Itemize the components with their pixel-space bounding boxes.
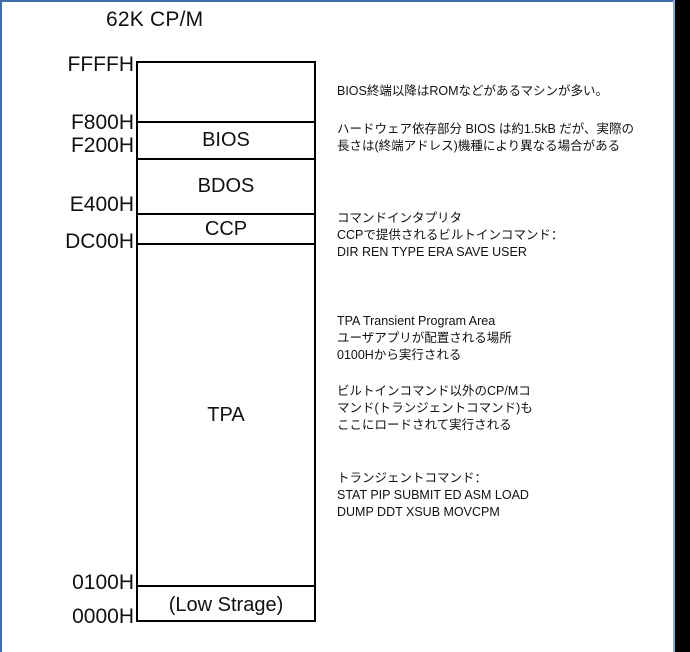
address-label-0100h: 0100H [72, 571, 134, 594]
segment-divider-1 [138, 158, 314, 160]
window-edge-strip [675, 0, 690, 652]
note-bios-rom: BIOS終端以降はROMなどがあるマシンが多い。 [337, 84, 609, 98]
memory-segment-bios: BIOS [202, 129, 250, 151]
window-border-right [673, 0, 675, 652]
note-bios-size: ハードウェア依存部分 BIOS は約1.5kB だが、実際の 長さは(終端アドレ… [337, 122, 635, 153]
segment-divider-3 [138, 243, 314, 245]
address-label-f200h: F200H [70, 134, 134, 157]
memory-segment-low-storage: (Low Strage) [168, 593, 284, 616]
memory-segment-empty [138, 65, 314, 122]
note-ccp: コマンドインタプリタ CCPで提供されるビルトインコマンド： DIR REN T… [337, 211, 564, 259]
note-tpa: TPA Transient Program Area ユーザアプリが配置される場… [337, 314, 512, 362]
address-label-dc00h: DC00H [65, 230, 134, 253]
segment-divider-2 [138, 213, 314, 215]
memory-segment-ccp: CCP [204, 217, 248, 240]
memory-segment-tpa: TPA [207, 403, 245, 426]
address-label-f800h: F800H [70, 111, 134, 134]
segment-divider-0 [138, 121, 314, 123]
segment-divider-4 [138, 585, 314, 587]
page-title: 62K CP/M [106, 8, 204, 31]
address-label-0000h: 0000H [72, 605, 134, 628]
memory-map-box: BIOS BDOS CCP TPA (Low Strage) [136, 61, 316, 622]
annotations-column: BIOS終端以降はROMなどがあるマシンが多い。ハードウェア依存部分 BIOS … [337, 0, 667, 652]
window-border-left [0, 0, 2, 652]
note-transient-list: トランジェントコマンド： STAT PIP SUBMIT ED ASM LOAD… [337, 471, 529, 519]
window-border-top [0, 0, 676, 2]
note-transient-load: ビルトインコマンド以外のCP/Mコ マンド(トランジェントコマンド)も ここにロ… [337, 384, 533, 432]
address-label-e400h: E400H [69, 193, 134, 216]
memory-segment-bdos: BDOS [197, 175, 255, 197]
address-label-ffffh: FFFFH [67, 53, 134, 76]
